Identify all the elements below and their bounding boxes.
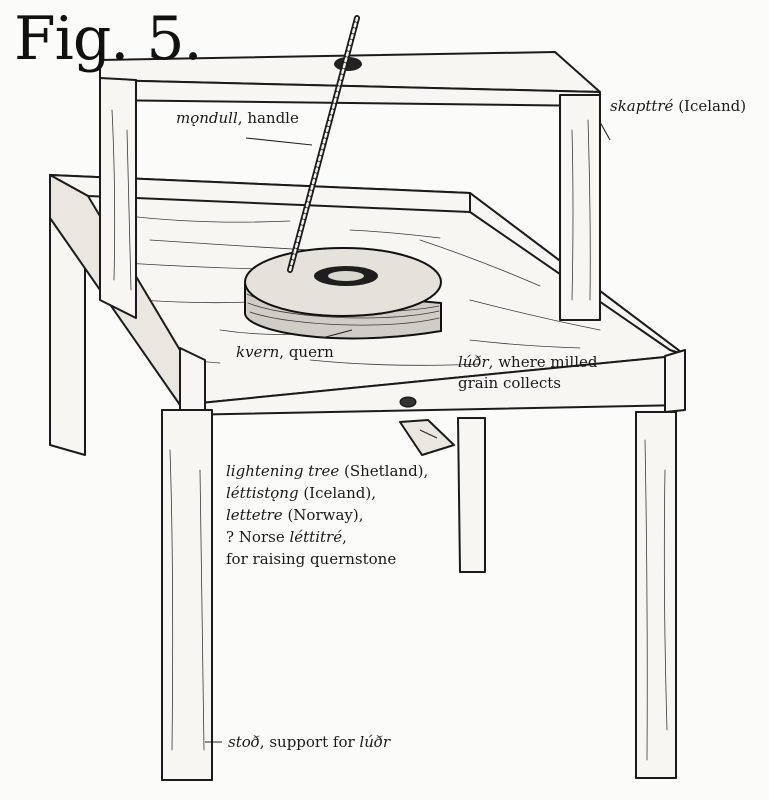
quernstone xyxy=(244,247,442,340)
label-tray-line1: lúðr, where milled xyxy=(458,352,598,373)
label-lever-pre4: ? Norse xyxy=(226,528,290,546)
label-lever-line1: lightening tree (Shetland), xyxy=(226,460,428,482)
handle-stick-texture xyxy=(288,16,359,272)
post-grain xyxy=(111,109,591,301)
figure-title: Fig. 5. xyxy=(14,4,203,74)
leader-handle xyxy=(245,137,313,146)
label-lever-term4: léttitré xyxy=(289,528,343,546)
label-lever-term1: lightening tree xyxy=(226,462,340,480)
label-lever-rest4: , xyxy=(342,528,347,546)
label-lever-rest2: (Iceland), xyxy=(298,484,376,502)
label-handle-desc: , handle xyxy=(237,109,299,127)
label-lever-term3: lettetre xyxy=(226,506,283,524)
leader-quern xyxy=(321,329,353,339)
label-frame-desc: (Iceland) xyxy=(673,97,747,115)
label-support: stoð, support for lúðr xyxy=(228,732,390,753)
label-support-term2: lúðr xyxy=(359,733,391,751)
label-quern: kvern, quern xyxy=(236,342,334,363)
label-tray-term: lúðr xyxy=(458,353,489,371)
lever-peg xyxy=(399,396,417,408)
label-frame: skapttré (Iceland) xyxy=(610,96,746,117)
label-lever-line5: for raising quernstone xyxy=(226,550,397,568)
leg-grain xyxy=(169,439,668,761)
label-quern-desc: , quern xyxy=(279,343,334,361)
front-right-leg xyxy=(635,411,677,779)
leader-frame xyxy=(599,121,611,141)
label-support-desc: , support for xyxy=(259,733,360,751)
label-lever-term2: léttistǫng xyxy=(226,484,299,502)
label-handle: mǫndull, handle xyxy=(176,108,299,129)
tray-front-left-post xyxy=(179,347,206,414)
label-lever-line2: léttistǫng (Iceland), xyxy=(226,482,428,504)
frame-right-post xyxy=(559,94,601,321)
label-handle-term: mǫndull xyxy=(176,109,238,127)
label-lever-rest1: (Shetland), xyxy=(339,462,429,480)
tray-front-right-post xyxy=(664,349,686,413)
label-frame-term: skapttré xyxy=(610,97,674,115)
label-lever-line4: ? Norse léttitré, xyxy=(226,526,428,548)
leader-lever xyxy=(419,429,438,439)
label-tray-line2: grain collects xyxy=(458,374,561,392)
front-left-leg xyxy=(161,409,213,781)
back-right-leg xyxy=(457,417,486,573)
label-lever-line3: lettetre (Norway), xyxy=(226,504,428,526)
lever-board xyxy=(399,419,455,456)
label-quern-term: kvern xyxy=(236,343,280,361)
label-lever-rest3: (Norway), xyxy=(282,506,364,524)
label-support-term: stoð xyxy=(228,733,260,751)
label-tray: lúðr, where milled grain collects xyxy=(458,352,598,394)
label-lever: lightening tree (Shetland), léttistǫng (… xyxy=(226,460,428,570)
label-tray-desc: , where milled xyxy=(488,353,598,371)
